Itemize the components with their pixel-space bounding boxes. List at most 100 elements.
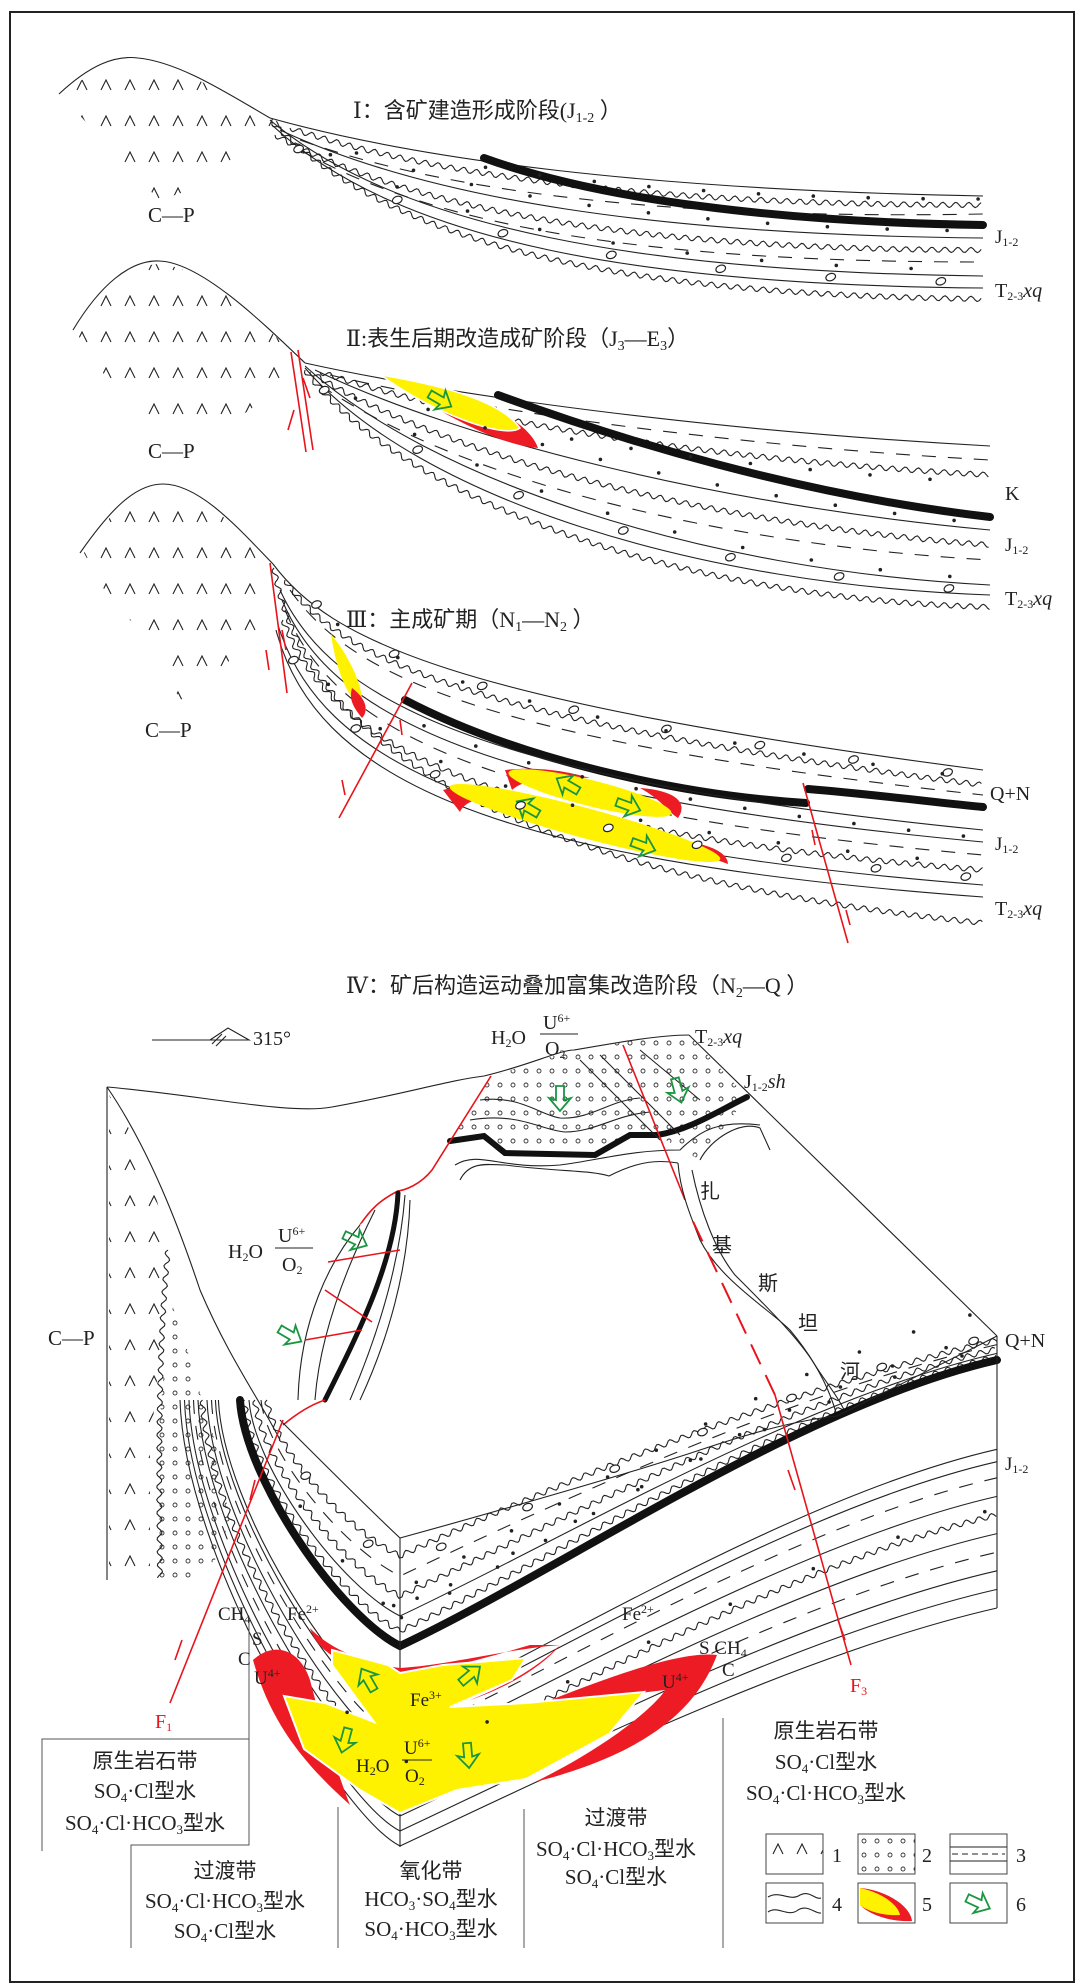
sand-dot [495,1565,500,1569]
label-segment: Fe [287,1604,306,1625]
fault-line [269,562,288,694]
sand-dot [483,165,488,170]
sand-dot [605,1475,610,1479]
pebble [388,649,400,659]
sand-dot [353,396,358,401]
label-segment: Ⅲ：主成矿期（N [346,607,515,632]
pebble [609,1464,621,1474]
label-segment: 基 [712,1234,732,1257]
sand-dot [834,263,839,268]
stratum-wavy [274,134,982,254]
fault-line [290,349,314,453]
label-segment: 1-2 [1012,1462,1028,1476]
label-legend-6: 6 [1016,1894,1026,1916]
label-zone4-a: 过渡带 [585,1806,648,1830]
label-segment: 2-3 [1017,597,1033,611]
sand-dot [395,185,399,189]
label-segment: 氧化带 [400,1859,463,1883]
label-segment: 3 [858,1792,865,1807]
label-legend-4: 4 [832,1894,842,1916]
sand-dot [448,1583,453,1587]
label-segment: SO [746,1781,773,1805]
label-segment: 3 [618,339,625,354]
label-segment: Fe [622,1604,641,1625]
label-s4-jsh: J1-2sh [744,1071,786,1094]
sand-dot [646,1640,651,1644]
label-segment: 过渡带 [585,1806,648,1830]
label-segment: SO [145,1889,172,1913]
sand-dot [539,489,544,493]
label-s2-j: J1-2 [1005,535,1028,557]
sand-dot [838,1385,843,1389]
label-segment: 6+ [418,1736,431,1750]
label-segment: 2-3 [707,1035,723,1049]
label-zone3-c: SO4·HCO3型水 [364,1917,497,1943]
sand-dot [911,1330,916,1334]
sand-dot [569,437,574,441]
coal-bed [322,1190,401,1403]
label-segment: H [228,1241,242,1263]
stratum-dashed [299,149,984,263]
label-s4-h2o-left: H2O [228,1241,263,1264]
stratum-top [269,117,984,197]
label-f3: F3 [850,1675,867,1698]
label-segment: O [248,1241,262,1263]
sand-dot [960,1354,964,1358]
label-segment: 1-2 [576,111,595,126]
sand-dot [540,442,545,447]
stratum-dashed [299,139,984,216]
label-segment: xq [1022,898,1042,920]
label-segment: 3 [409,1898,416,1913]
label-segment: ·Cl型水 [207,1919,276,1943]
sand-dot [345,1710,349,1715]
pebble [660,724,672,734]
stratum-line [279,589,984,831]
sand-dot [688,797,693,801]
sand-dot [797,814,802,819]
sand-dot [573,1519,578,1524]
sand-dot [587,203,591,208]
label-segment: 型水 [456,1887,498,1911]
label-segment: H [491,1027,505,1049]
label-segment: 1 [166,1720,172,1734]
label-fe3: Fe3+ [410,1688,442,1711]
label-segment: C—P [48,1326,95,1350]
pebble [513,490,525,500]
label-s4-o2-top: O2 [545,1038,565,1061]
sand-dot [381,1601,386,1606]
label-segment: SO [775,1750,802,1774]
sand-dot [740,545,745,550]
label-segment: Q+N [1005,1330,1045,1352]
pebble [429,769,441,779]
stratum-line [304,365,991,586]
inset-stratum [479,1097,641,1119]
label-zone5-a: 原生岩石带 [774,1719,879,1743]
label-zone4-b: SO4·Cl·HCO3型水 [536,1837,696,1863]
sand-dot [707,830,711,835]
pebble [605,250,617,260]
volcanic-hill-outline [72,260,306,364]
sand-dot [647,184,651,189]
pebble [870,863,882,873]
label-s-left: S [252,1629,263,1650]
label-legend-5: 5 [922,1894,932,1916]
label-s4-h2o-top: H2O [491,1027,526,1050]
label-segment: SO [174,1919,201,1943]
label-s1-t: T2-3xq [995,280,1042,303]
sand-dot [611,241,615,245]
sand-dot [335,622,340,627]
sand-dot [639,1484,644,1489]
pebble [391,195,403,205]
sand-dot [439,759,443,764]
label-o2-center: O2 [405,1766,425,1788]
label-segment: 1 [832,1845,842,1867]
sand-dot [543,1538,548,1543]
sand-dot [570,803,575,807]
pebble [715,264,727,274]
sand-dot [896,1535,900,1539]
sand-dot [944,1345,948,1350]
label-segment: T [995,898,1007,920]
label-segment: 4 [391,1928,398,1943]
sand-dot [598,457,603,462]
stratum-dashed [319,384,991,561]
